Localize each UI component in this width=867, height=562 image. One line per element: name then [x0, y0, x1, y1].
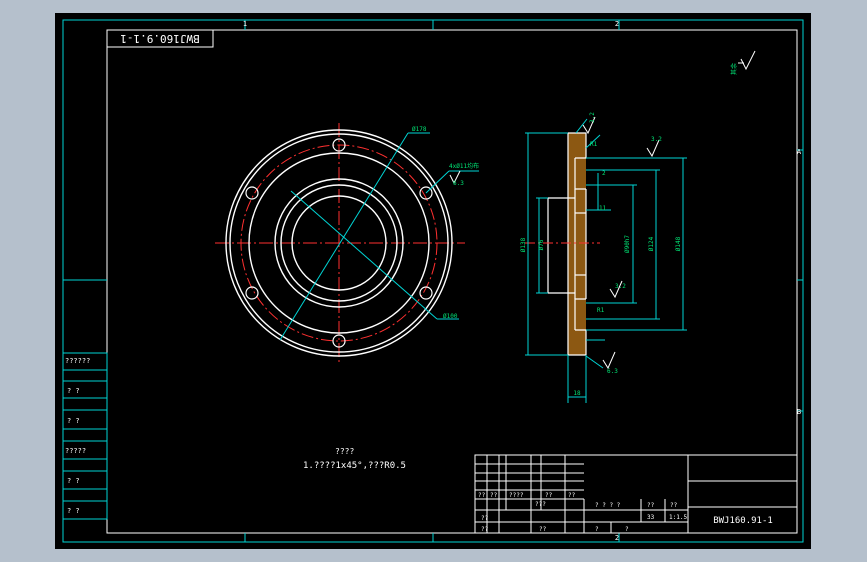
- dim-r1-top: R1: [590, 141, 598, 148]
- left-margin-table: [62, 352, 108, 520]
- tb-row2-3: ???: [535, 501, 546, 508]
- title-block-lines: [474, 454, 798, 534]
- tb-row1-2: ??: [490, 492, 498, 499]
- dim-d-outer: Ø178: [412, 126, 427, 133]
- dim-d-left2: Ø76: [538, 239, 545, 250]
- dim-r-rough: 3.2: [651, 136, 662, 143]
- margin-label-1: ??????: [65, 357, 90, 365]
- dim-bottom-rough: 6.3: [607, 368, 618, 375]
- margin-label-6: ? ?: [67, 507, 80, 515]
- tb-mid-h2: ??: [647, 502, 655, 509]
- tb-row1-3: ????: [509, 492, 524, 499]
- dim-2: 2: [602, 170, 606, 177]
- margin-label-3: ? ?: [67, 417, 80, 425]
- cad-drawing: 1 2 2 A B BWJ160.9.1-1 ?????? ? ? ? ? ??…: [62, 19, 804, 543]
- dim-d-inner: Ø100: [443, 313, 458, 320]
- tb-row3-3: ??: [539, 526, 547, 533]
- frame-label-bottom-b: 2: [615, 534, 619, 542]
- notes-title: ????: [335, 447, 354, 456]
- dim-d-left1: Ø138: [520, 237, 527, 252]
- outer-frame: [62, 19, 804, 543]
- dim-mid-rough: 3.2: [615, 283, 626, 290]
- inner-frame: [106, 29, 798, 534]
- margin-label-4: ?????: [65, 447, 86, 455]
- frame-label-right-a: A: [797, 148, 802, 156]
- dim-d-right2: Ø124: [648, 236, 655, 251]
- roughness-corner-label: 其余: [730, 63, 738, 75]
- frame-label-right-b: B: [797, 408, 801, 416]
- tb-bottom-left: ?: [595, 526, 599, 533]
- frame-label-top-a: 1: [243, 20, 247, 28]
- dim-width: 18: [573, 390, 581, 397]
- frame-label-top-b: 2: [615, 20, 619, 28]
- tb-mid-header: ? ? ? ?: [595, 502, 621, 509]
- frame-ticks: [63, 20, 803, 542]
- tb-row1-5: ??: [568, 492, 576, 499]
- tb-drawing-code: BWJ160.91-1: [713, 516, 773, 526]
- rotated-code: BWJ160.9.1-1: [120, 32, 199, 45]
- section-view: [525, 116, 687, 403]
- tb-mid-h3: ??: [670, 502, 678, 509]
- tb-row2-1: ??: [481, 515, 489, 522]
- dim-hole-rough: 6.3: [453, 180, 464, 187]
- dim-d-right3: Ø148: [675, 236, 682, 251]
- tb-mid-v3: 1:1.5: [669, 514, 687, 521]
- margin-label-5: ? ?: [67, 477, 80, 485]
- drawing-sheet: 1 2 2 A B BWJ160.9.1-1 ?????? ? ? ? ? ??…: [55, 13, 811, 549]
- tb-mid-v2: 33: [647, 514, 655, 521]
- dim-11: 11: [599, 205, 607, 212]
- dim-holes: 4xØ11均布: [449, 162, 479, 170]
- dim-r1-bot: R1: [597, 307, 605, 314]
- margin-label-2: ? ?: [67, 387, 80, 395]
- front-view: [215, 123, 479, 365]
- notes-line: 1.????1x45°,???R0.5: [303, 461, 406, 471]
- tb-row1-4: ??: [545, 492, 553, 499]
- dim-top-rough: 3.2: [589, 112, 596, 123]
- tb-row3-1: ??: [481, 526, 489, 533]
- rotated-code-box: [106, 29, 214, 48]
- tb-row1-1: ??: [478, 492, 486, 499]
- dim-d-right1: Ø90h7: [624, 235, 631, 253]
- tb-bottom-right: ?: [625, 526, 629, 533]
- roughness-symbol-corner: 其余: [730, 50, 756, 75]
